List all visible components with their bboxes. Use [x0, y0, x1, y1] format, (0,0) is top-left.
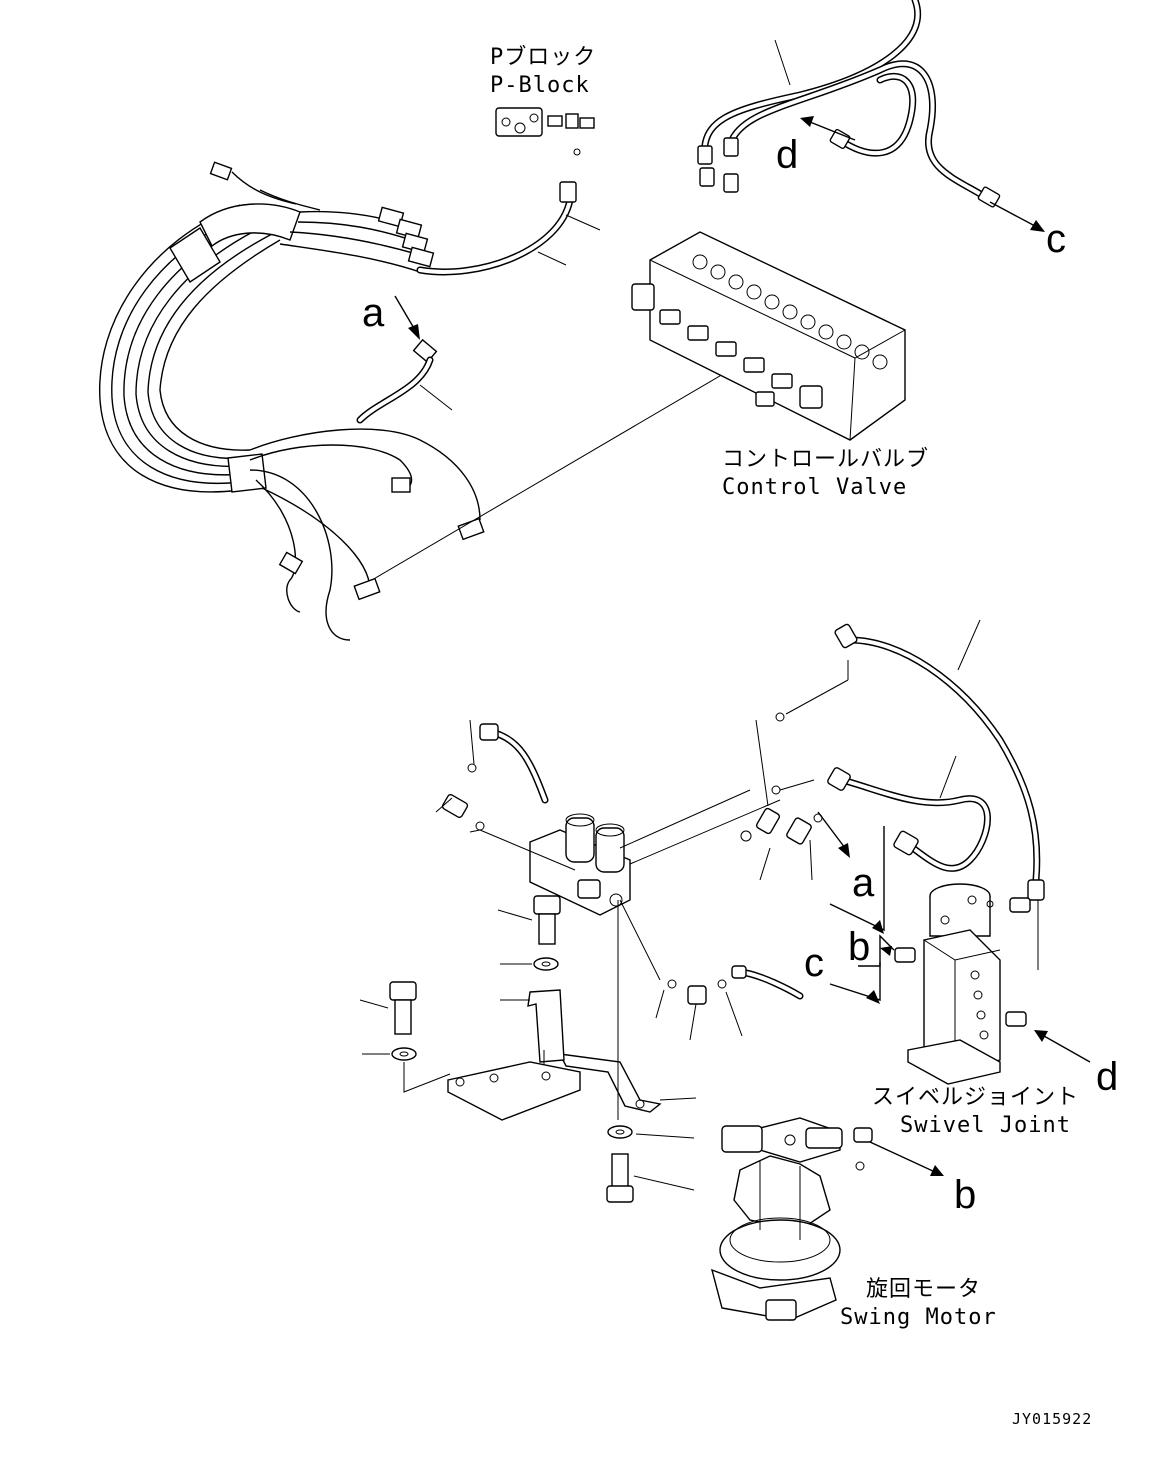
leader-solenoid-right-2 [629, 799, 781, 865]
connection-letter-a-top: a [362, 291, 385, 335]
swing-motor-label-jp: 旋回モータ [866, 1277, 981, 1302]
swivel-joint-label-en: Swivel Joint [900, 1113, 1071, 1138]
fittings-right-solenoid [740, 719, 823, 881]
p-block-hose [416, 181, 601, 276]
washer-upper [500, 957, 559, 1001]
hose-bundle [99, 161, 485, 641]
swing-motor-label-en: Swing Motor [840, 1305, 997, 1330]
drawing-code: JY015922 [1012, 1410, 1092, 1428]
swing-motor-part [710, 1117, 873, 1321]
leader-solenoid-right [619, 789, 751, 849]
connection-letter-b-bottom: b [954, 1173, 976, 1217]
control-valve-label-jp: コントロールバルブ [722, 447, 929, 472]
hose-long-right [775, 619, 1045, 970]
connection-letter-c-bottom: c [804, 941, 824, 985]
bolt-bottom [606, 900, 697, 1203]
connection-letter-c-top: c [1046, 217, 1066, 261]
hose-top-left-bottom [435, 719, 576, 871]
control-valve-part [631, 167, 906, 441]
swivel-joint-part [894, 883, 1031, 1085]
connection-letter-b-top: b [848, 925, 870, 969]
leader-to-control-valve [371, 369, 731, 581]
p-block-part [495, 107, 595, 156]
bolt-left [359, 981, 451, 1093]
hose-lower-c [619, 899, 804, 1041]
p-block-label-jp: Pブロック [490, 45, 596, 70]
solenoid-valve-part [529, 813, 631, 916]
hose-a-top [356, 338, 453, 424]
hoses-top-right [697, 0, 1001, 208]
connection-letter-a-bottom: a [852, 861, 875, 905]
connection-letter-d-top: d [776, 133, 798, 177]
hose-medium-right [827, 755, 991, 872]
mounting-bracket [447, 989, 662, 1121]
control-valve-label-en: Control Valve [722, 475, 907, 500]
p-block-label-en: P-Block [490, 73, 590, 98]
swivel-joint-label-jp: スイベルジョイント [872, 1085, 1079, 1110]
connection-letter-d-bottom: d [1096, 1055, 1118, 1099]
bolt-upper [497, 895, 561, 945]
